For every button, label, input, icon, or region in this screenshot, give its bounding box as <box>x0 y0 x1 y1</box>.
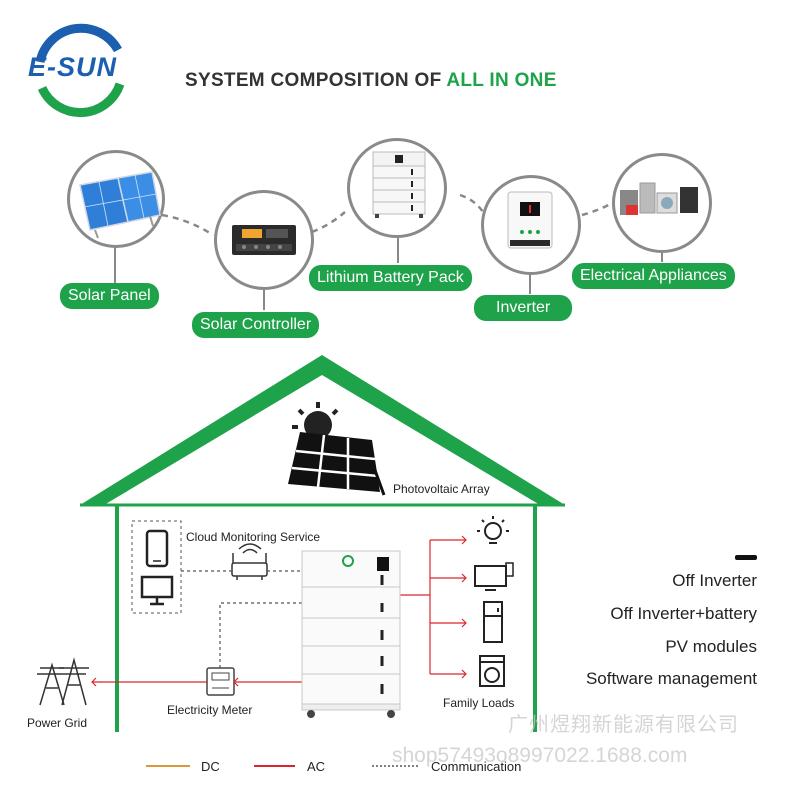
wifi-router-icon <box>231 543 268 580</box>
refrigerator-icon <box>483 601 503 643</box>
pill-lithium-battery-pack: Lithium Battery Pack <box>309 265 472 291</box>
washing-machine-icon <box>479 655 505 687</box>
pill-solar-controller: Solar Controller <box>192 312 320 338</box>
pv-array-label: Photovoltaic Array <box>393 482 490 496</box>
feature-item: Software management <box>585 669 757 688</box>
pill-electrical-appliances: Electrical Appliances <box>572 263 735 289</box>
title-accent: ALL IN ONE <box>446 70 557 91</box>
power-grid-label: Power Grid <box>27 716 88 730</box>
power-grid-tower-icon <box>37 657 89 706</box>
page-title: SYSTEM COMPOSITION OF ALL IN ONE <box>185 70 557 92</box>
legend-dc-label: DC <box>201 759 220 774</box>
feature-item: Off Inverter+battery <box>610 604 757 623</box>
inverter-circle <box>481 175 581 275</box>
battery-stack-image-icon <box>301 550 401 718</box>
pv-array-sun-icon <box>292 402 339 439</box>
feature-item: PV modules <box>665 637 757 656</box>
feature-list-marker <box>735 555 757 560</box>
electricity-meter-icon <box>206 667 235 696</box>
monitoring-devices-box <box>131 520 182 614</box>
battery-pack-circle <box>347 138 447 238</box>
monitor-icon <box>140 575 174 606</box>
family-loads-label: Family Loads <box>443 696 515 710</box>
communication-lines <box>181 570 302 668</box>
pill-inverter: Inverter <box>474 295 573 321</box>
ac-lines <box>91 535 467 687</box>
cloud-monitoring-label: Cloud Monitoring Service <box>186 530 321 544</box>
watermark-company: 广州煜翔新能源有限公司 <box>508 714 739 736</box>
brand-logo-icon <box>35 23 125 118</box>
component-connectors <box>161 193 613 237</box>
legend-comm-label: Communication <box>431 759 522 774</box>
pill-solar-panel: Solar Panel <box>60 283 159 309</box>
electricity-meter-label: Electricity Meter <box>167 703 253 717</box>
pv-array-panel-icon <box>288 432 386 496</box>
house-outline <box>80 355 565 732</box>
appliances-circle <box>612 153 712 253</box>
solar-controller-circle <box>214 190 314 290</box>
light-bulb-icon <box>477 516 509 544</box>
smartphone-icon <box>145 529 169 568</box>
watermark-shop: shop57493o8997022.1688.com <box>392 744 688 767</box>
television-icon <box>474 562 514 591</box>
feature-item: Off Inverter <box>672 571 757 590</box>
brand-logo-text: E-SUN <box>28 52 118 82</box>
legend-ac-label: AC <box>307 759 326 774</box>
solar-panel-circle <box>67 150 165 248</box>
title-prefix: SYSTEM COMPOSITION OF <box>185 70 447 91</box>
